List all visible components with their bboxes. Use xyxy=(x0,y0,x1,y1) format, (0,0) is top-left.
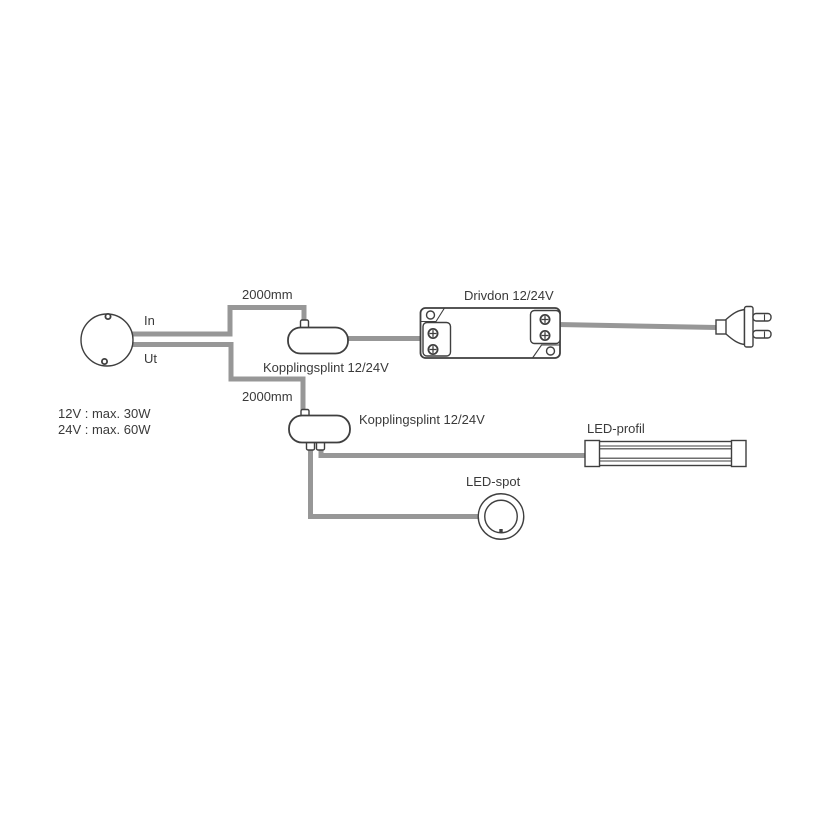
driver-label: Drivdon 12/24V xyxy=(464,288,554,303)
spec-24v-label: 24V : max. 60W xyxy=(58,422,151,437)
profile-endcap-right xyxy=(730,439,747,468)
plug-prong-bottom xyxy=(752,329,772,339)
block2-body xyxy=(288,414,351,444)
switch-screw-bottom-icon xyxy=(101,357,109,365)
switch-body xyxy=(80,313,134,367)
plug-faceplate xyxy=(743,305,754,348)
driver-screw-icon xyxy=(427,327,439,339)
plug-neck xyxy=(715,319,728,335)
led-spot xyxy=(477,493,525,540)
driver-mount-hole-topleft-icon xyxy=(425,310,436,320)
wire-in-to-block1 xyxy=(130,305,307,337)
driver-box xyxy=(419,307,561,359)
switch-screw-top-icon xyxy=(104,312,112,320)
driver-screw-icon xyxy=(539,329,551,341)
wire-block2-to-profile xyxy=(318,445,587,458)
terminal-block-1 xyxy=(287,319,349,355)
plug-bell xyxy=(725,308,746,346)
spot-inner-ring xyxy=(484,499,518,534)
driver-screw-icon xyxy=(427,343,439,355)
wire-driver-to-plug xyxy=(557,322,718,330)
cable-length-bottom-label: 2000mm xyxy=(242,389,293,404)
switch-ut-label: Ut xyxy=(144,351,157,366)
profile-endcap-left xyxy=(584,439,601,468)
switch-dimmer xyxy=(80,312,134,367)
switch-in-label: In xyxy=(144,313,155,328)
plug-prong-top xyxy=(752,312,772,322)
terminal-block-2 xyxy=(288,408,351,451)
spec-12v-label: 12V : max. 30W xyxy=(58,406,151,421)
driver-tab-topleft xyxy=(420,307,445,323)
spot-notch xyxy=(499,529,503,533)
led-spot-label: LED-spot xyxy=(466,474,521,489)
led-profile xyxy=(584,439,747,468)
profile-body xyxy=(596,440,735,467)
wire-ut-to-block2 xyxy=(130,342,306,412)
driver-mount-hole-bottomright-icon xyxy=(545,346,556,356)
driver-tab-bottomright xyxy=(532,344,560,359)
driver-screw-icon xyxy=(539,313,551,325)
terminal-block-1-label: Kopplingsplint 12/24V xyxy=(263,360,389,375)
wire-block2-to-spot xyxy=(308,445,480,519)
block1-body xyxy=(287,326,349,355)
led-profile-label: LED-profil xyxy=(587,421,645,436)
cable-length-top-label: 2000mm xyxy=(242,287,293,302)
driver-terminal-right xyxy=(529,309,561,345)
power-plug xyxy=(715,305,772,348)
terminal-block-2-label: Kopplingsplint 12/24V xyxy=(359,412,485,427)
profile-inner-lines xyxy=(600,445,731,462)
